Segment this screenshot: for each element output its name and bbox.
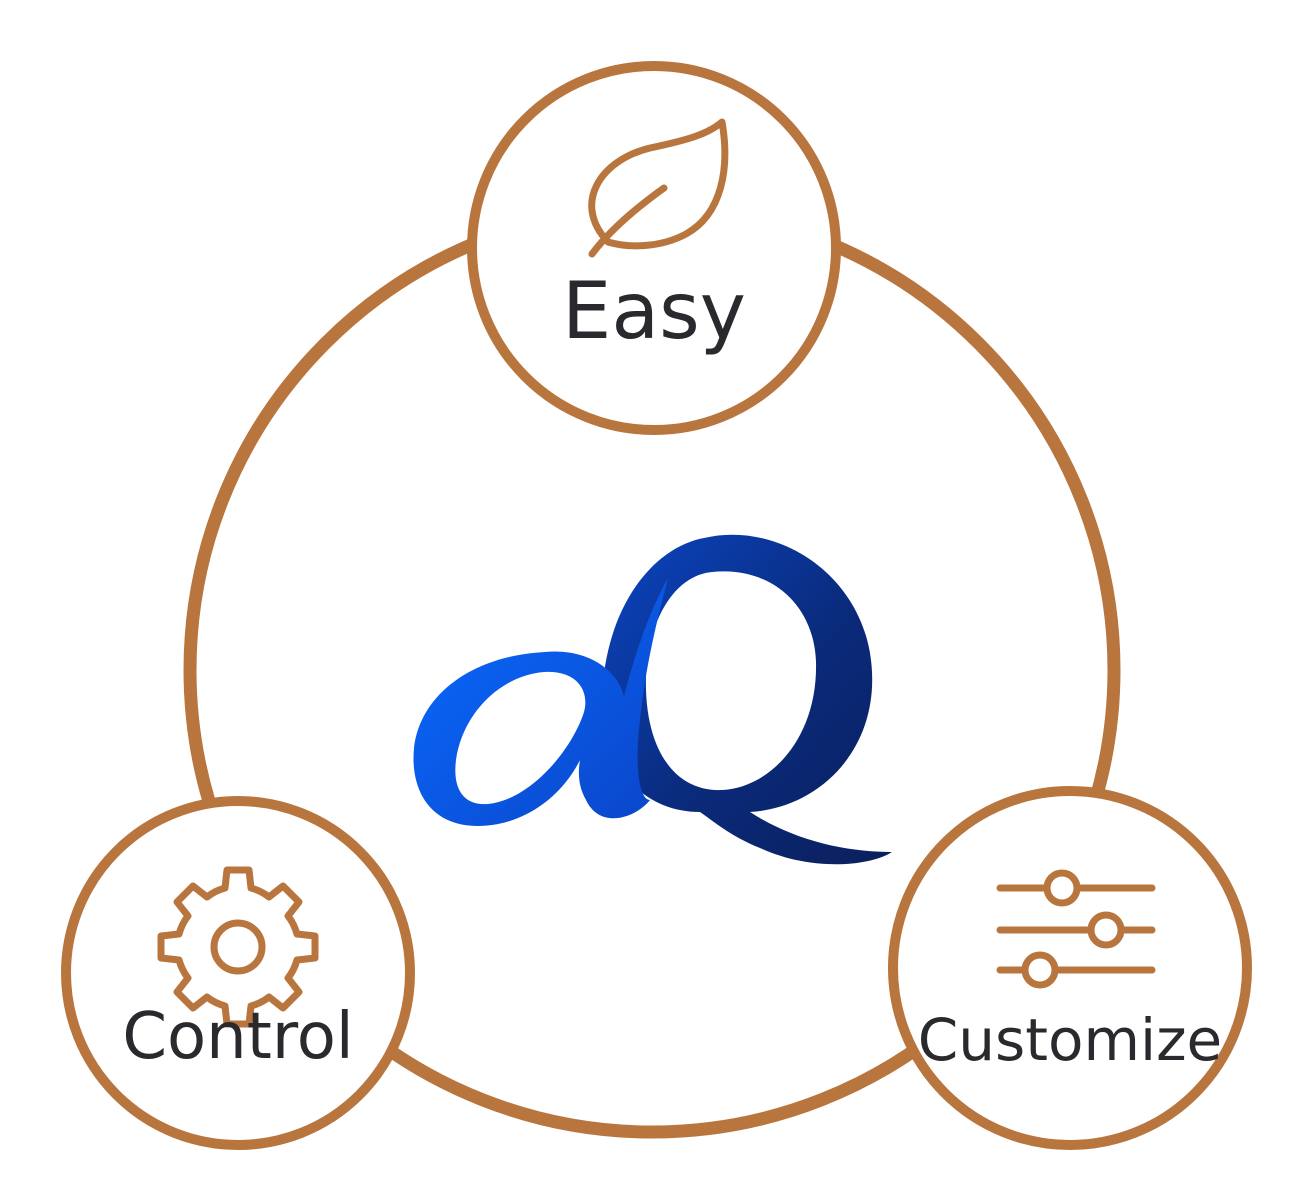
logo-alpha-shape	[413, 578, 668, 826]
leaf-icon	[588, 118, 729, 258]
node-customize: Customize	[888, 786, 1252, 1150]
sliders-icon	[996, 869, 1156, 989]
node-easy-label: Easy	[562, 267, 746, 357]
node-easy: Easy	[467, 61, 841, 435]
node-control: Control	[61, 796, 415, 1150]
aq-logo	[413, 534, 892, 865]
node-customize-label: Customize	[918, 1006, 1222, 1074]
logo-q-shape	[601, 534, 892, 865]
gear-icon	[157, 866, 319, 1028]
node-control-label: Control	[122, 1000, 353, 1074]
